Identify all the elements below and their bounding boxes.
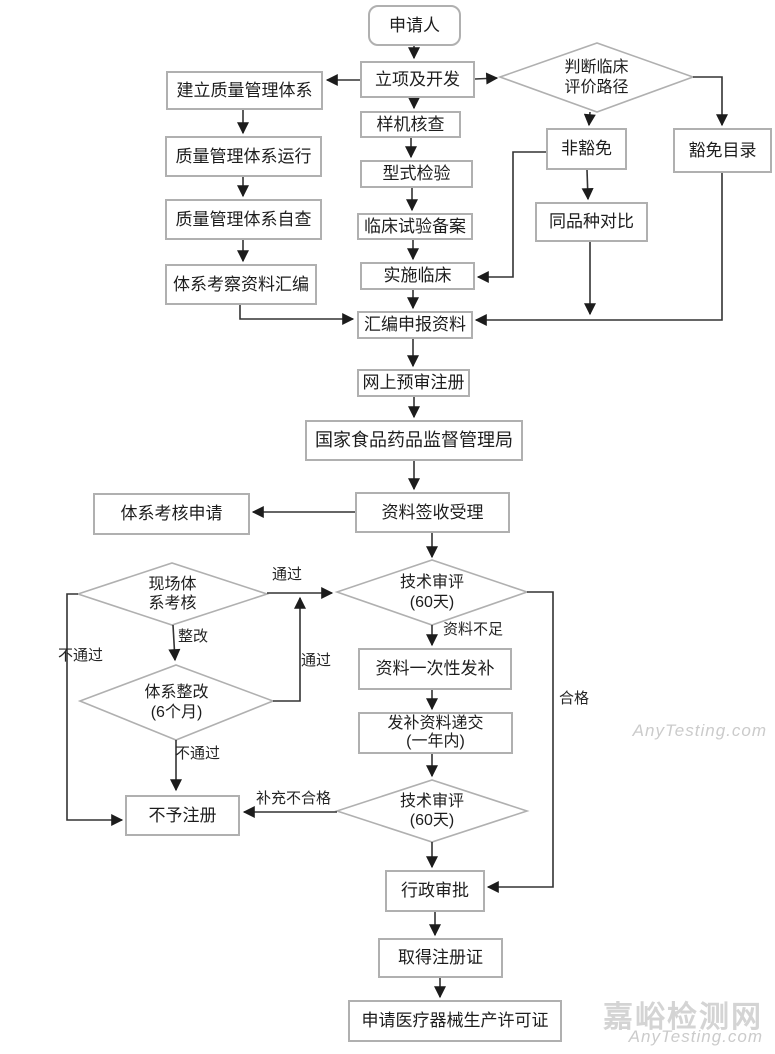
- tech-review-2-decision-diamond: [334, 779, 530, 843]
- node-acceptance: 资料签收受理: [355, 492, 510, 533]
- edge-label-insufficient: 资料不足: [443, 621, 504, 638]
- decision-system-rectify-label: 体系整改 (6个月): [144, 684, 209, 721]
- node-admin-approval: 行政审批: [385, 870, 485, 912]
- node-applicant: 申请人: [368, 5, 461, 46]
- edge-label-qualified: 合格: [559, 690, 590, 707]
- node-compile-dossier: 汇编申报资料: [357, 311, 473, 339]
- node-supplement-submit: 发补资料递交 (一年内): [358, 712, 513, 754]
- watermark-bottom-subtitle: AnyTesting.com: [628, 1027, 763, 1046]
- node-one-time-supplement: 资料一次性发补: [358, 648, 512, 690]
- edge-label-rectify: 整改: [178, 628, 209, 645]
- node-cfda: 国家食品药品监督管理局: [305, 420, 523, 461]
- onsite-audit-decision-diamond: [75, 562, 270, 626]
- arrow-exempt-to-compile: [474, 173, 723, 326]
- node-qms-operation: 质量管理体系运行: [165, 136, 322, 177]
- arrow-nonexempt-to-samevariety: [581, 169, 594, 201]
- arrow-onsite-fail-to-noregistration: [66, 593, 124, 826]
- arrow-dossier-to-compile: [239, 305, 355, 325]
- node-type-test: 型式检验: [360, 160, 473, 188]
- node-non-exempt: 非豁免: [546, 128, 627, 170]
- node-online-prereview: 网上预审注册: [357, 369, 470, 397]
- arrow-project-to-clinical-path: [474, 72, 499, 85]
- node-conduct-clinical: 实施临床: [360, 262, 475, 290]
- arrow-techreview1-qualified-to-approval: [486, 591, 554, 893]
- arrow-systemrectify-pass-up: [273, 596, 306, 702]
- decision-clinical-path-label: 判断临床 评价路径: [564, 59, 629, 96]
- arrow-clinicalpath-to-exempt: [693, 76, 728, 127]
- edge-label-pass-1: 通过: [272, 566, 303, 583]
- node-no-registration: 不予注册: [125, 795, 240, 836]
- arrow-nonexempt-to-conduct-clinical: [476, 151, 546, 283]
- edge-label-fail-bottom: 不通过: [175, 745, 221, 762]
- decision-tech-review-2-label: 技术审评 (60天): [399, 792, 464, 829]
- node-clinical-filing: 临床试验备案: [357, 213, 473, 240]
- node-project-dev: 立项及开发: [360, 61, 475, 98]
- edge-label-supplement-unqualified: 补充不合格: [256, 790, 332, 807]
- arrow-clinicalpath-to-nonexempt: [583, 111, 596, 127]
- node-same-variety: 同品种对比: [535, 202, 648, 242]
- node-qms-self-check: 质量管理体系自查: [165, 199, 322, 240]
- node-exempt-catalog: 豁免目录: [673, 128, 772, 173]
- edge-label-fail-left: 不通过: [58, 647, 104, 664]
- node-prototype-check: 样机核查: [360, 111, 461, 138]
- node-system-dossier: 体系考察资料汇编: [165, 264, 317, 305]
- node-obtain-certificate: 取得注册证: [378, 938, 503, 978]
- watermark-bottom-title: 嘉峪检测网: [603, 1001, 763, 1034]
- node-production-license: 申请医疗器械生产许可证: [348, 1000, 562, 1042]
- watermark-middle: AnyTesting.com: [632, 721, 767, 740]
- decision-onsite-audit-label: 现场体 系考核: [148, 575, 197, 612]
- decision-tech-review-1-label: 技术审评 (60天): [399, 574, 464, 611]
- arrow-onsite-rectify-to-systemrectify: [168, 624, 181, 662]
- node-system-audit-apply: 体系考核申请: [93, 493, 250, 535]
- node-establish-qms: 建立质量管理体系: [166, 71, 323, 110]
- edge-label-pass-2: 通过: [301, 652, 332, 669]
